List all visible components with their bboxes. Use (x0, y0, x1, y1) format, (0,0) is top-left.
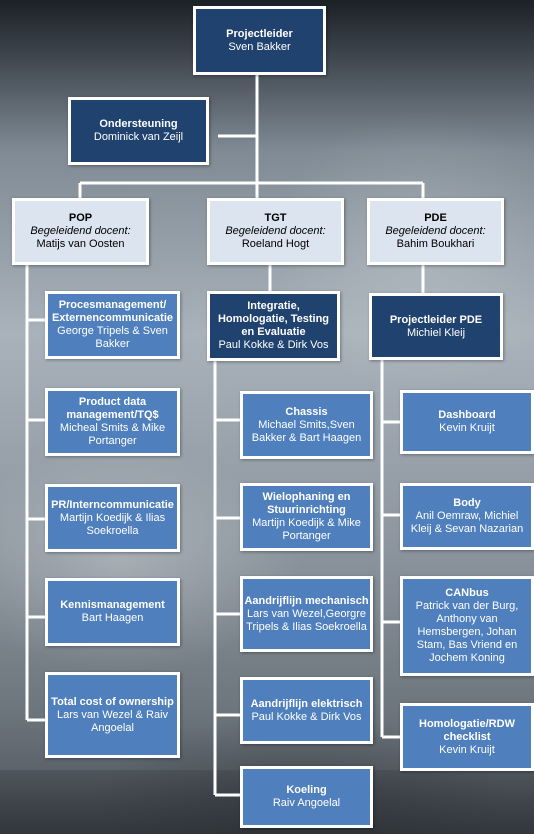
team-pop-box: POP Begeleidend docent: Matijs van Ooste… (12, 198, 149, 265)
ondersteuning-box: Ondersteuning Dominick van Zeijl (68, 97, 209, 165)
box-name: Dominick van Zeijl (93, 131, 184, 143)
pop-item-box: PR/Interncommunicatie Martijn Koedijk & … (45, 484, 180, 552)
box-name: Matijs van Oosten (36, 238, 125, 250)
box-title: POP (68, 212, 93, 224)
team-pde-box: PDE Begeleidend docent: Bahim Boukhari (367, 198, 504, 265)
box-title: Homologatie/RDW checklist (419, 717, 515, 743)
box-title: Wielophaning en Stuurinrichting (262, 491, 351, 516)
pde-item-box: CANbus Patrick van der Burg, Anthony van… (400, 576, 534, 676)
tgt-head-box: Integratie, Homologatie, Testing en Eval… (207, 291, 340, 361)
box-title: Ondersteuning (99, 118, 178, 130)
box-name: Lars van Wezel & Raiv Angoelal (56, 708, 169, 734)
box-name: Michiel Kleij (406, 326, 466, 339)
pop-item-box: Procesmanagement/ Externencommunicatie G… (45, 291, 180, 359)
pde-item-box: Dashboard Kevin Kruijt (400, 390, 534, 454)
box-name: Raiv Angoelal (272, 797, 341, 809)
pop-item-box: Total cost of ownership Lars van Wezel &… (45, 672, 180, 758)
tgt-item-box: Aandrijflijn mechanisch Lars van Wezel,G… (240, 576, 373, 652)
box-title: Product data management/TQ$ (66, 396, 159, 421)
box-subtitle: Begeleidend docent: (30, 225, 131, 237)
box-name: Paul Kokke & Dirk Vos (251, 710, 362, 723)
box-subtitle: Begeleidend docent: (225, 225, 326, 237)
projectleider-box: Projectleider Sven Bakker (193, 6, 326, 75)
box-title: Koeling (286, 784, 327, 796)
box-name: Sven Bakker (228, 40, 291, 53)
pde-head-box: Projectleider PDE Michiel Kleij (369, 293, 503, 360)
box-name: Martijn Koedijk & Ilias Soekroella (59, 511, 166, 537)
tgt-item-box: Wielophaning en Stuurinrichting Martijn … (240, 483, 373, 551)
box-name: Patrick van der Burg, Anthony van Hemsbe… (415, 600, 519, 664)
tgt-item-box: Koeling Raiv Angoelal (240, 766, 373, 828)
box-name: Kevin Kruijt (439, 743, 495, 756)
box-name: Martijn Koedijk & Mike Portanger (252, 517, 361, 542)
box-title: Chassis (285, 405, 328, 418)
tgt-item-box: Chassis Michael Smits,Sven Bakker & Bart… (240, 391, 373, 459)
box-name: Bart Haagen (81, 612, 144, 624)
box-title: Aandrijflijn mechanisch (244, 594, 369, 607)
pde-item-box: Body Anil Oemraw, Michiel Kleij & Sevan … (400, 483, 534, 550)
box-title: Body (453, 497, 481, 509)
box-name: Michael Smits,Sven Bakker & Bart Haagen (251, 418, 362, 444)
box-name: Bahim Boukhari (396, 238, 475, 250)
box-title: Aandrijflijn elektrisch (250, 697, 363, 710)
box-title: Procesmanagement/ Externencommunicatie (51, 299, 174, 324)
box-title: Total cost of ownership (51, 695, 174, 708)
team-tgt-box: TGT Begeleidend docent: Roeland Hogt (207, 198, 344, 265)
box-subtitle: Begeleidend docent: (385, 225, 486, 237)
box-name: Anil Oemraw, Michiel Kleij & Sevan Nazar… (410, 510, 524, 535)
box-title: CANbus (445, 587, 489, 599)
box-name: Micheal Smits & Mike Portanger (59, 422, 166, 447)
box-title: PDE (424, 212, 447, 224)
box-name: Paul Kokke & Dirk Vos (218, 339, 329, 351)
box-title: Integratie, Homologatie, Testing en Eval… (217, 300, 330, 338)
box-title: TGT (264, 212, 287, 224)
box-name: George Tripels & Sven Bakker (57, 325, 168, 350)
box-title: Kennismanagement (60, 599, 165, 611)
box-name: Lars van Wezel,Georgre Tripels & Ilias S… (246, 607, 367, 633)
tgt-item-box: Aandrijflijn elektrisch Paul Kokke & Dir… (240, 677, 373, 744)
box-title: PR/Interncommunicatie (51, 498, 174, 511)
box-title: Projectleider (226, 27, 293, 40)
box-name: Roeland Hogt (241, 238, 310, 250)
box-name: Kevin Kruijt (439, 422, 495, 434)
pop-item-box: Product data management/TQ$ Micheal Smit… (45, 388, 180, 456)
pde-item-box: Homologatie/RDW checklist Kevin Kruijt (400, 703, 534, 771)
box-title: Dashboard (438, 409, 496, 421)
pop-item-box: Kennismanagement Bart Haagen (45, 578, 180, 646)
box-title: Projectleider PDE (389, 313, 483, 326)
